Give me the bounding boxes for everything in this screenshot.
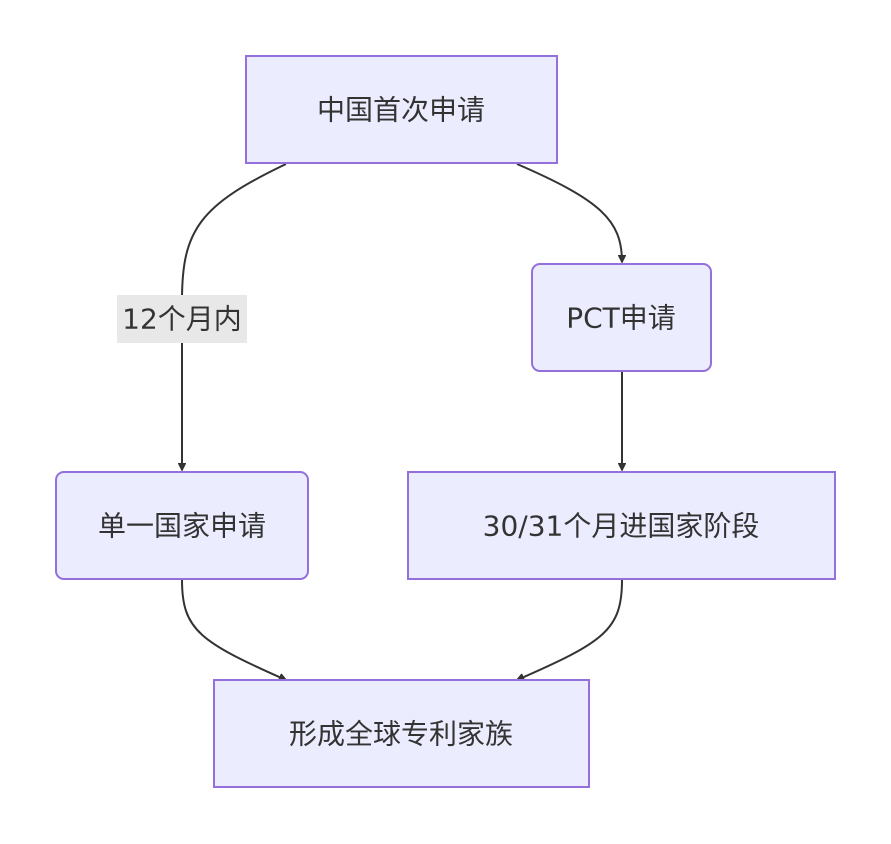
edge-cn-first-to-single-country (182, 163, 287, 470)
edge-cn-first-to-pct (516, 163, 622, 262)
edge-single-country-to-family (181, 579, 286, 680)
node-pct-application-label: PCT申请 (566, 302, 676, 335)
node-patent-family: 形成全球专利家族 (213, 679, 590, 788)
node-national-phase: 30/31个月进国家阶段 (407, 471, 836, 580)
node-patent-family-label: 形成全球专利家族 (289, 718, 513, 751)
node-cn-first-application-label: 中国首次申请 (317, 94, 485, 127)
node-pct-application: PCT申请 (531, 263, 712, 372)
node-national-phase-label: 30/31个月进国家阶段 (483, 510, 760, 543)
node-cn-first-application: 中国首次申请 (245, 55, 558, 164)
edge-label-12-months-text: 12个月内 (122, 303, 242, 336)
edge-label-12-months: 12个月内 (117, 295, 247, 343)
edge-national-phase-to-family (517, 579, 623, 680)
node-single-country-application-label: 单一国家申请 (98, 510, 266, 543)
node-single-country-application: 单一国家申请 (55, 471, 309, 580)
